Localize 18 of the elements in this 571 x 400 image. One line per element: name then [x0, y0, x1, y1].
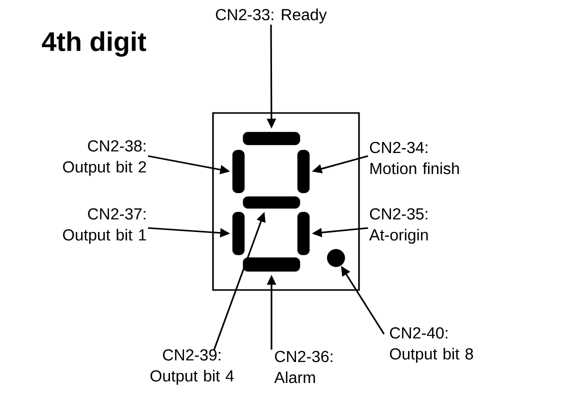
pin-label: CN2-36: Alarm: [274, 350, 332, 384]
display-frame: [212, 112, 360, 291]
pin-label: CN2-39: Output bit 4: [150, 349, 234, 385]
decimal-point-dot: [327, 249, 345, 267]
display-segment: [242, 257, 300, 272]
pin-label: CN2-33: Ready: [216, 8, 327, 24]
display-segment: [242, 132, 300, 146]
display-segment: [232, 150, 245, 194]
pin-label: CN2-40: Output bit 8: [390, 327, 473, 363]
title: 4th digit: [42, 31, 146, 57]
display-segment: [242, 196, 300, 209]
pin-label: CN2-34: Motion finish: [370, 142, 459, 174]
display-segment: [232, 212, 245, 256]
display-segment: [297, 150, 310, 194]
pin-label: CN2-37: Output bit 1: [63, 208, 146, 244]
pin-label: CN2-35: At-origin: [369, 208, 428, 244]
display-segment: [297, 212, 310, 256]
pin-label: CN2-38: Output bit 2: [63, 140, 146, 176]
